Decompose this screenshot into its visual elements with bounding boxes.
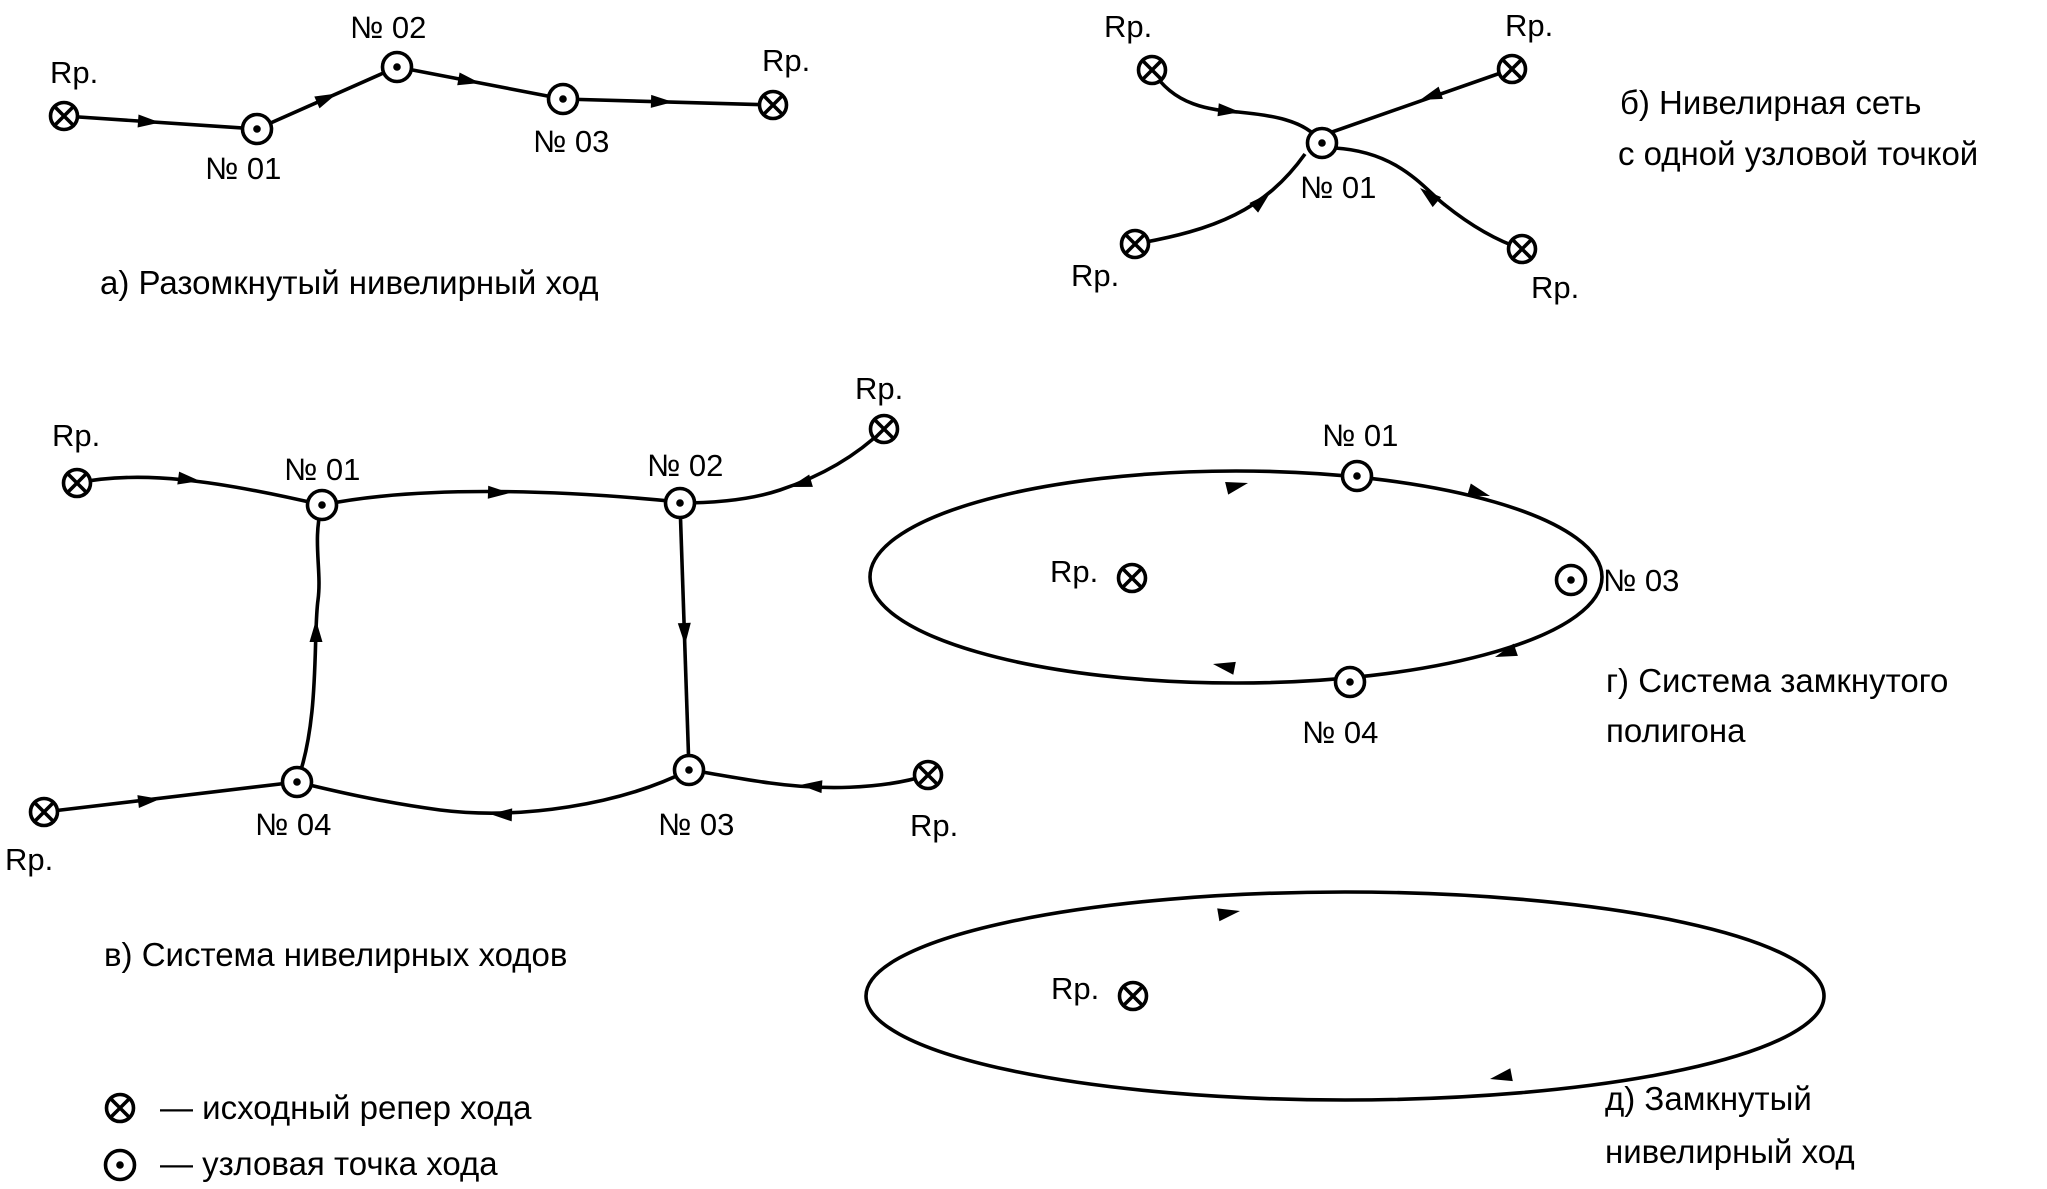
label-rp: Rp. [1531,270,1579,305]
label-rp: Rp. [855,371,903,406]
diagram-d-closed-traverse: Rp. д) Замкнутый нивелирный ход [864,890,1855,1170]
node-icon [672,753,706,787]
label-rp: Rp. [5,842,53,877]
arrow-v-2 [487,485,510,499]
arrow-v-7 [137,795,160,808]
edge-b-tl [1150,69,1322,143]
arrow-d-1 [1217,908,1240,922]
edge-v-rp-n03 [688,768,929,790]
label-node: № 02 [647,448,723,483]
arrow-a-3 [457,72,480,86]
arrow-v-4 [677,622,691,645]
label-rp: Rp. [1050,554,1098,589]
arrow-d-2 [1490,1068,1513,1082]
label-rp: Rp. [52,418,100,453]
circle-cross-icon [104,1092,136,1124]
arrow-a-4 [650,94,673,108]
legend: — исходный репер хода — узловая точка хо… [103,1089,532,1182]
benchmark-icon [757,89,789,121]
benchmark-icon [1506,233,1538,265]
node-icon [240,112,274,146]
caption-a: а) Разомкнутый нивелирный ход [100,264,598,301]
label-node: № 01 [1322,418,1398,453]
arrow-a-1 [137,114,160,128]
circle-dot-icon [103,1148,137,1182]
edge-a-rp-n01 [63,114,258,131]
node-icon [546,82,580,116]
label-node: № 04 [1302,715,1378,750]
edge-v-rp-n04 [43,780,298,814]
arrow-g-4 [1213,661,1236,675]
node-icon [280,765,314,799]
label-node: № 01 [284,452,360,487]
node-icon [1305,126,1339,160]
benchmark-icon [1496,53,1528,85]
benchmark-icon [1119,228,1151,260]
edge-b-tr [1331,67,1513,134]
arrow-v-5 [800,780,823,794]
caption-b-line1: б) Нивелирная сеть [1620,84,1921,121]
caption-d-line1: д) Замкнутый [1605,1080,1812,1117]
benchmark-icon [28,796,60,828]
diagram-g-closed-polygon-system: Rp. № 01 № 03 № 04 г) Система замкнутого… [868,418,1948,750]
caption-v: в) Система нивелирных ходов [104,936,567,973]
label-node: № 01 [1300,170,1376,205]
caption-b-line2: с одной узловой точкой [1618,135,1978,172]
arrow-v-6 [490,808,513,822]
label-node: № 04 [255,807,331,842]
node-icon [663,486,697,520]
label-rp: Rp. [1071,258,1119,293]
edge-b-bl [1134,152,1307,246]
diagram-v-system-of-traverses: Rp. Rp. Rp. Rp. № 01 № 02 № 03 № 04 в) С… [5,371,958,973]
edge-v-n04-n01 [295,504,324,783]
arrow-v-3 [790,474,813,487]
node-icon [380,50,414,84]
arrow-b-2 [1420,86,1443,100]
caption-g-line1: г) Система замкнутого [1606,662,1948,699]
label-node: № 02 [350,10,426,45]
label-rp: Rp. [910,808,958,843]
arrow-b-1 [1217,103,1240,117]
arrow-b-3 [1249,193,1270,213]
diagram-b-network-one-node: Rp. Rp. Rp. Rp. № 01 б) Нивелирная сеть … [1071,8,1978,305]
arrow-g-1 [1225,482,1248,495]
benchmark-icon [1116,562,1148,594]
label-rp: Rp. [1104,9,1152,44]
node-icon [1333,665,1367,699]
benchmark-icon [1136,54,1168,86]
label-node: № 03 [1603,563,1679,598]
label-node: № 03 [533,124,609,159]
label-rp: Rp. [1505,8,1553,43]
label-rp: Rp. [762,43,810,78]
benchmark-icon [48,100,80,132]
edge-b-br [1334,146,1523,251]
benchmark-icon [868,413,900,445]
benchmark-icon [61,467,93,499]
edge-v-n03-n04 [296,768,690,815]
caption-d-line2: нивелирный ход [1605,1133,1855,1170]
legend-benchmark-text: — исходный репер хода [160,1089,532,1126]
node-icon [305,488,339,522]
caption-g-line2: полигона [1606,712,1746,749]
arrow-g-2 [1467,483,1490,496]
label-rp: Rp. [1051,971,1099,1006]
label-rp: Rp. [50,55,98,90]
edge-d-loop [864,890,1826,1102]
arrow-a-2 [314,93,337,109]
label-node: № 01 [205,151,281,186]
arrow-b-4 [1420,188,1442,208]
label-node: № 03 [658,807,734,842]
benchmark-icon [1117,980,1149,1012]
node-icon [1554,563,1588,597]
benchmark-icon [912,759,944,791]
edge-v-rp-n02 [679,427,886,505]
arrow-v-1 [177,471,200,485]
legend-node-text: — узловая точка хода [160,1145,498,1182]
arrow-v-8 [309,620,323,642]
diagram-a-open-traverse: Rp. Rp. № 01 № 02 № 03 а) Разомкнутый ни… [48,10,810,301]
node-icon [1340,459,1374,493]
arrow-g-3 [1495,643,1518,657]
edge-g-polygon [868,469,1604,685]
